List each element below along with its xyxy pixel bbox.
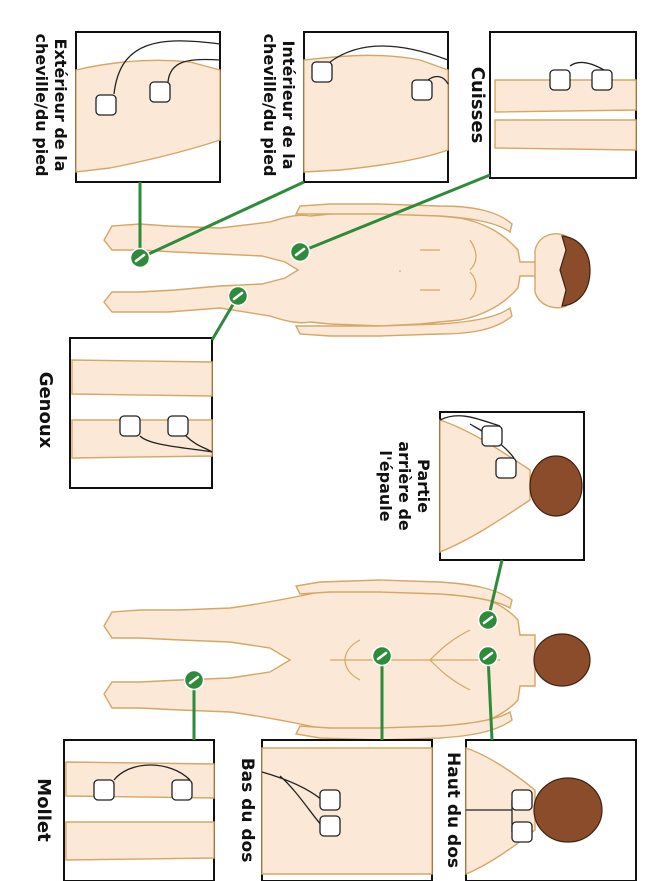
panel-knees: Genoux (35, 338, 212, 488)
panel-rear-shoulder-label-3: l'épaule (376, 450, 395, 521)
green-check-marker-icon (131, 249, 150, 268)
panel-rear-shoulder-label-2: arrière de (395, 441, 414, 531)
electrode-pad-icon (312, 62, 332, 82)
panel-calf: Mollet (33, 740, 214, 881)
electrode-pad-icon (96, 95, 116, 115)
panel-outer-ankle: Extérieur de la cheville/du pied (32, 32, 220, 182)
panel-lower-back-torso (262, 748, 432, 874)
panel-calf-label: Mollet (33, 778, 54, 842)
panel-inner-ankle-label-2: cheville/du pied (260, 34, 279, 177)
panel-upper-back-label: Haut du dos (443, 752, 463, 868)
green-check-marker-icon (479, 611, 498, 630)
panel-rear-shoulder-head (530, 456, 582, 516)
electrode-pad-icon (320, 790, 340, 810)
panel-knees-legs (72, 360, 212, 458)
electrode-pad-icon (168, 416, 188, 436)
electrode-pad-icon (550, 70, 570, 90)
electrode-pad-icon (94, 780, 114, 800)
electrode-pad-icon (320, 816, 340, 836)
panel-inner-ankle-label-1: Intérieur de la (279, 40, 298, 169)
panel-rear-shoulder: Partie arrière de l'épaule (376, 412, 584, 560)
front-body-figure (104, 204, 590, 336)
back-head (534, 634, 590, 686)
electrode-pad-icon (412, 80, 432, 100)
panel-thighs: Cuisses (467, 32, 636, 178)
panel-thighs-label: Cuisses (467, 67, 488, 144)
panel-upper-back-torso (466, 748, 535, 874)
panel-upper-back-head (534, 778, 602, 842)
panel-rear-shoulder-label-1: Partie (414, 459, 433, 513)
panel-knees-label: Genoux (35, 372, 56, 449)
panel-outer-ankle-foot (76, 60, 220, 172)
green-check-marker-icon (479, 647, 498, 666)
electrode-pad-icon (592, 70, 612, 90)
panel-outer-ankle-label-1: Extérieur de la (51, 39, 70, 172)
electrode-pad-icon (482, 426, 502, 446)
green-check-marker-icon (373, 647, 392, 666)
electrode-pad-icon (172, 780, 192, 800)
back-body-figure (104, 580, 590, 740)
electrode-pad-icon (150, 82, 170, 102)
electrode-pad-icon (120, 416, 140, 436)
panel-lower-back-label: Bas du dos (237, 758, 257, 863)
front-hair (560, 236, 590, 306)
green-check-marker-icon (229, 287, 248, 306)
panel-outer-ankle-label-2: cheville/du pied (32, 34, 51, 177)
panel-inner-ankle: Intérieur de la cheville/du pied (260, 32, 448, 182)
electrode-pad-icon (512, 790, 532, 810)
electrode-pad-icon (512, 822, 532, 842)
electrode-lead-wire (570, 63, 604, 70)
panel-calf-legs (66, 762, 214, 860)
electrode-pad-icon (496, 458, 516, 478)
green-check-marker-icon (185, 671, 204, 690)
green-check-marker-icon (291, 243, 310, 262)
